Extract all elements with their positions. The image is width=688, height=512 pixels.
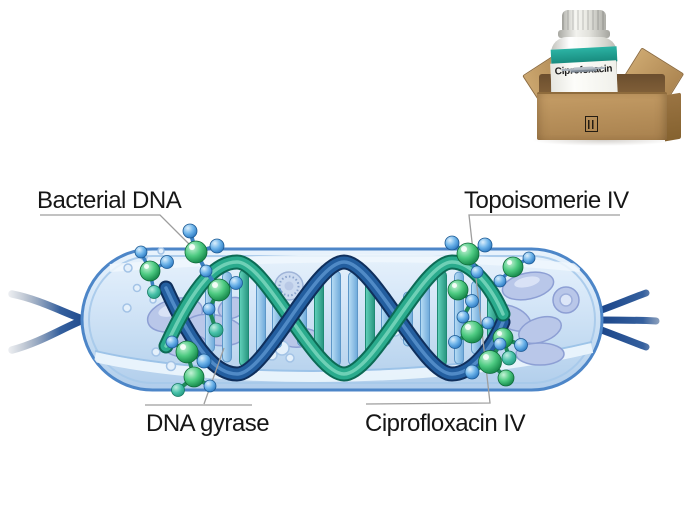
molecule-cluster xyxy=(447,279,479,334)
bottle-cap xyxy=(562,10,606,32)
label-ciprofloxacin-iv: Ciprofloxacin IV xyxy=(365,410,526,437)
fragile-pictogram-icon xyxy=(585,116,598,132)
molecule-cluster xyxy=(493,251,536,288)
bottle-cap-lip xyxy=(558,30,610,38)
molecule-cluster xyxy=(165,335,217,397)
molecule-cluster xyxy=(202,276,243,338)
shipping-pictograms xyxy=(585,116,631,136)
leader-bacterial-dna xyxy=(40,214,193,248)
box-side-panel xyxy=(665,92,681,142)
label-bacterial-dna: Bacterial DNA xyxy=(37,187,182,214)
label-dna-gyrase: DNA gyrase xyxy=(146,410,270,437)
leader-topoisomerase-ciprofloxacin xyxy=(365,214,620,405)
molecule-cluster xyxy=(134,245,174,299)
molecule-cluster xyxy=(448,316,495,349)
molecule-cluster xyxy=(464,337,515,387)
dna-strand-teal xyxy=(158,254,511,382)
medication-product-shot: Ciprofoxacin xyxy=(522,2,685,150)
flagella-left xyxy=(8,290,92,354)
label-topoisomerase-iv: Topoisomerie IV xyxy=(464,187,629,214)
dna-double-helix xyxy=(158,254,511,382)
box-front-panel xyxy=(537,92,667,140)
leader-dna-gyrase xyxy=(145,347,252,406)
leader-lines xyxy=(40,214,620,406)
ciprofloxacin-molecules xyxy=(134,223,536,397)
molecule-cluster xyxy=(182,223,225,292)
dna-strand-navy-over xyxy=(256,265,322,373)
dna-strand-navy xyxy=(158,254,511,382)
molecule-cluster xyxy=(444,235,493,279)
flagella-right xyxy=(592,289,660,351)
